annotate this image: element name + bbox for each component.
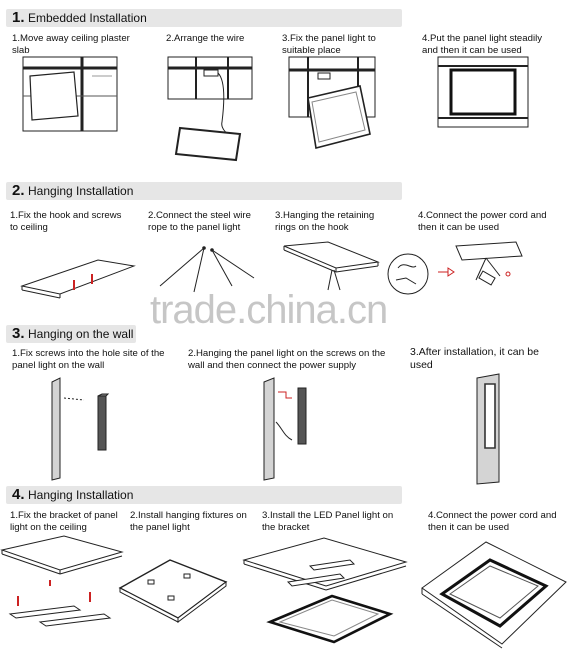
section-4-step-3: 3.Install the LED Panel light on the bra… [262, 510, 394, 533]
section-4-number: 4. [12, 486, 25, 503]
section-3-title: Hanging on the wall [28, 327, 134, 341]
section-2-title: Hanging Installation [28, 184, 134, 198]
section-2-step-4: 4.Connect the power cord and then it can… [418, 210, 547, 233]
section-3-step-2: 2.Hanging the panel light on the screws … [188, 348, 386, 371]
section-4-header-bar [6, 486, 402, 504]
section-4-step-1: 1.Fix the bracket of panel light on the … [10, 510, 118, 533]
section-1-step-4: 4.Put the panel light steadily and then … [422, 33, 543, 56]
section-2-figure-3 [282, 240, 382, 292]
section-1-figure-2 [166, 56, 266, 166]
section-1-number: 1. [12, 9, 25, 26]
section-1-step-1: 1.Move away ceiling plaster slab [12, 33, 130, 56]
section-1-title: Embedded Installation [28, 11, 147, 25]
section-2-number: 2. [12, 182, 25, 199]
section-4-step-2: 2.Install hanging fixtures on the panel … [130, 510, 247, 533]
watermark-text: trade.china.cn [150, 288, 388, 332]
section-2-step-1: 1.Fix the hook and screws to ceiling [10, 210, 122, 233]
section-2-step-2: 2.Connect the steel wire rope to the pan… [148, 210, 251, 233]
section-1-figure-3 [288, 56, 378, 166]
section-4-figure-3 [240, 536, 410, 646]
section-1-step-3: 3.Fix the panel light to suitable place [282, 33, 376, 56]
section-2-header-bar [6, 182, 402, 200]
section-4-step-4: 4.Connect the power cord and then it can… [428, 510, 557, 533]
section-4-figure-4 [420, 540, 568, 648]
section-1-step-2: 2.Arrange the wire [166, 33, 245, 44]
section-2-step-3: 3.Hanging the retaining rings on the hoo… [275, 210, 375, 233]
section-4-figure-1 [0, 536, 124, 636]
section-3-header-bar [6, 325, 136, 343]
section-4-figure-2 [118, 554, 228, 624]
section-2-figure-2 [150, 246, 260, 296]
section-2-figure-1 [20, 256, 136, 300]
section-3-step-3: 3.After installation, it can be used [410, 346, 539, 371]
section-3-figure-1 [50, 378, 112, 480]
section-3-figure-3 [475, 374, 505, 484]
section-3-figure-2 [262, 378, 322, 480]
section-2-figure-4 [387, 240, 526, 295]
section-3-step-1: 1.Fix screws into the hole site of the p… [12, 348, 165, 371]
section-3-number: 3. [12, 325, 25, 342]
section-4-title: Hanging Installation [28, 488, 134, 502]
section-1-figure-1 [22, 56, 118, 132]
section-1-header-bar [6, 9, 402, 27]
section-1-figure-4 [437, 56, 529, 128]
